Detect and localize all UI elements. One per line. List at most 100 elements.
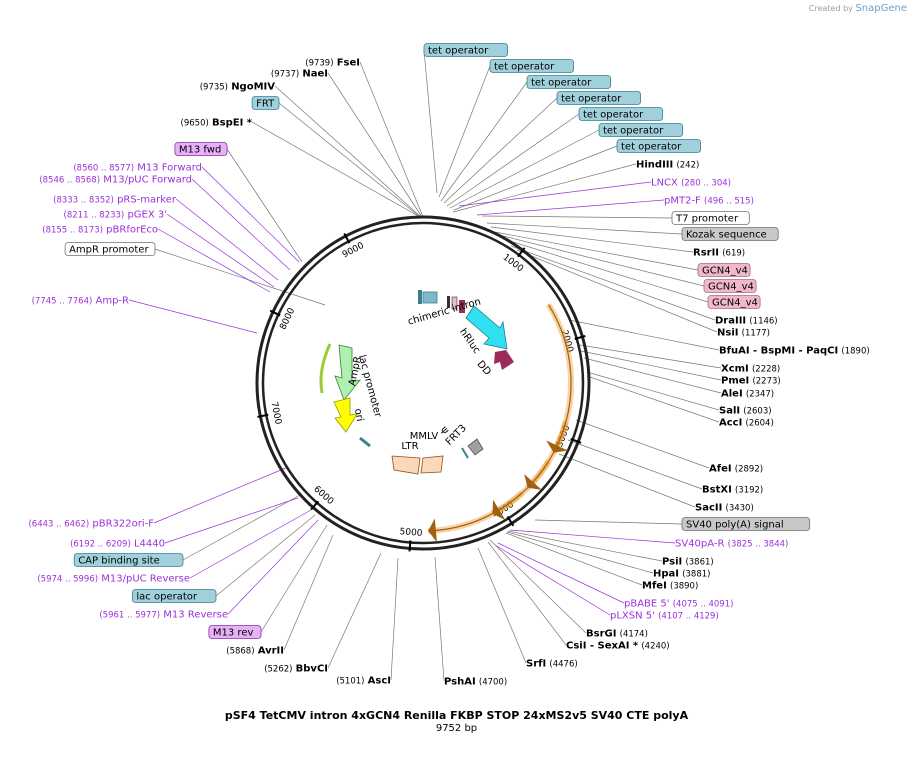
label-name: AscI: [368, 676, 391, 687]
feature-box: [697, 263, 751, 277]
label-position: (1146): [749, 317, 777, 327]
label-name: pBR322ori-F: [92, 519, 154, 530]
enzyme-label: AfeI (2892): [709, 464, 763, 475]
feature-label: tet operator: [531, 78, 592, 89]
label-name: RsrII: [693, 248, 719, 259]
enzyme-label: DraIII (1146): [715, 316, 778, 327]
leader-line: [516, 249, 718, 333]
label-name: MfeI: [642, 581, 667, 592]
label-position: (4075 .. 4091): [673, 600, 734, 610]
leader-line: [274, 85, 422, 218]
label-position: (4476): [549, 660, 577, 670]
leader-line: [443, 97, 558, 204]
leader-line: [423, 49, 438, 194]
leader-line: [481, 215, 673, 219]
inner-feature-label: DD: [474, 359, 493, 378]
label-name: L4440: [134, 539, 165, 550]
leader-line: [128, 299, 258, 334]
feature-box: [578, 107, 663, 121]
label-name: HindIII: [636, 160, 673, 171]
leader-line: [506, 531, 654, 574]
leader-line: [586, 375, 720, 423]
label-position: (5974 .. 5996): [37, 575, 98, 585]
leader-line: [502, 238, 709, 303]
leader-line: [157, 228, 271, 293]
feature-label: tet operator: [621, 142, 682, 153]
tick-mark: [506, 515, 515, 527]
label-position: (9737): [271, 70, 299, 80]
leader-line: [164, 497, 299, 544]
feature-box: [64, 242, 156, 256]
leader-line: [390, 557, 399, 681]
frt3-mark: [461, 447, 469, 459]
label-name: XcmI: [721, 364, 749, 375]
label-position: (5961 .. 5977): [99, 611, 160, 621]
tick-mark: [343, 232, 351, 244]
label-position: (4174): [620, 630, 648, 640]
label-name: NsiI: [717, 328, 738, 339]
feature-label: SV40 poly(A) signal: [686, 520, 784, 531]
credit-brand: SnapGene: [855, 3, 907, 14]
leader-line: [182, 494, 301, 561]
feature-box: [598, 123, 683, 137]
feature-box: [174, 142, 228, 156]
t7-block: [451, 296, 458, 310]
label-name: CsiI - SexAI *: [566, 641, 639, 652]
label-name: M13/pUC Forward: [103, 175, 192, 186]
leader-line: [507, 530, 663, 562]
leader-line: [191, 178, 291, 271]
feature-box: [556, 91, 641, 105]
leader-line: [476, 199, 665, 216]
label-name: AfeI: [709, 464, 732, 475]
label-position: (6192 .. 6209): [70, 540, 131, 550]
feature-label: tet operator: [561, 94, 622, 105]
label-position: (3430): [726, 504, 754, 514]
label-name: BbvCI: [296, 664, 328, 675]
primer-label: (5974 .. 5996) M13/pUC Reverse: [37, 574, 190, 585]
ltr-block-1: [391, 455, 421, 475]
label-position: (3192): [735, 486, 763, 496]
leader-line: [510, 245, 716, 321]
enzyme-label: HpaI (3881): [653, 569, 710, 580]
enzyme-label: (5262) BbvCI: [264, 664, 328, 675]
label-position: (2604): [746, 419, 774, 429]
label-position: (280 .. 304): [681, 179, 731, 189]
feature-label: FRT: [256, 99, 275, 110]
gcn4-block: [459, 300, 465, 313]
leader-line: [575, 419, 710, 469]
ori-arrow: [333, 397, 358, 433]
feature-box: [526, 75, 611, 89]
label-position: (3861): [685, 558, 713, 568]
label-name: AccI: [719, 418, 742, 429]
leader-line: [440, 81, 528, 202]
enzyme-label: (5101) AscI: [336, 676, 391, 687]
enzyme-label: MfeI (3890): [642, 581, 698, 592]
label-name: NaeI: [302, 69, 328, 80]
enzyme-label: AleI (2347): [721, 389, 774, 400]
feature-box: [681, 227, 779, 241]
primer-label: (8333 .. 8352) pRS-marker: [53, 195, 177, 206]
leader-line: [498, 234, 705, 287]
leader-line: [477, 547, 527, 664]
label-name: M13 Reverse: [163, 610, 228, 621]
primer-label: (5961 .. 5977) M13 Reverse: [99, 610, 228, 621]
enzyme-label: NsiI (1177): [717, 328, 770, 339]
label-name: FseI: [337, 58, 360, 69]
tick-mark: [574, 334, 586, 340]
leader-line: [505, 532, 643, 586]
feature-box: [131, 589, 217, 603]
leader-line: [487, 541, 567, 646]
tick-mark: [570, 438, 582, 444]
leader-line: [251, 121, 421, 218]
label-name: BstXI: [702, 485, 732, 496]
gcn4-arrow: [428, 518, 437, 543]
feature-box: [251, 96, 280, 110]
enzyme-label: PsiI (3861): [662, 557, 714, 568]
ampr-promoter-arc: [319, 343, 332, 394]
feature-box: [681, 517, 811, 531]
label-position: (5101): [336, 677, 364, 687]
feature-box: [616, 139, 701, 153]
enzyme-label: (9737) NaeI: [271, 69, 328, 80]
feature-label: CAP binding site: [78, 556, 160, 567]
label-position: (9739): [305, 59, 333, 69]
